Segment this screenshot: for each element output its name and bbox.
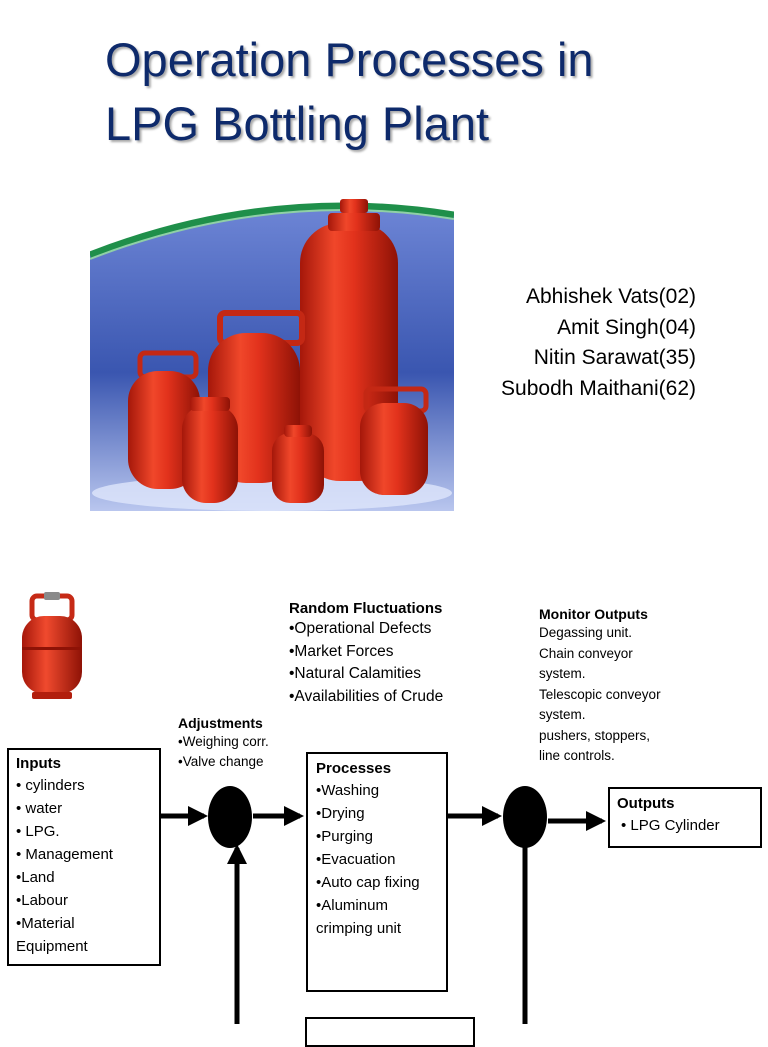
random-fluctuation-item: •Operational Defects [289,620,432,637]
monitor-output-line: Degassing unit. [539,625,633,640]
output-item: • LPG Cylinder [621,817,720,834]
author-name: Abhishek Vats(02) [525,285,696,308]
monitor-output-line: pushers, stoppers, [539,727,651,743]
input-item: • Management [16,846,113,863]
inputs-box: Inputs • cylinders • water • LPG. • Mana… [7,748,161,966]
process-item: •Purging [316,828,373,845]
adjustments-heading: Adjustments [178,715,263,731]
random-fluctuation-item: •Market Forces [289,642,394,660]
input-item: • water [16,800,63,817]
outputs-list: • LPG Cylinder [617,814,754,837]
monitor-node [503,786,547,848]
processes-list: •Washing •Drying •Purging •Evacuation •A… [316,779,440,940]
adjust-node [208,786,252,848]
input-item: •Material [16,915,75,932]
process-diagram-slide: Random Fluctuations •Operational Defects… [0,580,768,1047]
author-name: Subodh Maithani(62) [501,376,696,400]
inputs-heading: Inputs [16,755,61,772]
inputs-list: • cylinders • water • LPG. • Management … [16,774,153,958]
input-item: •Land [16,869,55,886]
random-fluctuation-item: •Availabilities of Crude [289,687,444,705]
monitor-output-line: Chain conveyor [539,645,633,661]
processes-heading: Processes [316,760,392,777]
input-item: Equipment [16,938,88,955]
adjustment-item: •Weighing corr. [178,734,269,749]
input-item: • LPG. [16,823,60,840]
monitor-output-line: system. [539,666,586,681]
lpg-cylinder-icon [22,592,82,699]
random-fluctuations: Random Fluctuations •Operational Defects… [289,600,443,708]
outputs-box: Outputs • LPG Cylinder [608,787,762,848]
processes-box: Processes •Washing •Drying •Purging •Eva… [306,752,448,992]
adjustment-item: •Valve change [178,754,264,769]
monitor-output-line: system. [539,707,586,722]
process-item: crimping unit [316,920,402,937]
random-fluctuations-heading: Random Fluctuations [289,600,443,617]
monitor-outputs: Monitor Outputs Degassing unit. Chain co… [539,605,661,767]
monitor-output-line: line controls. [539,748,615,763]
process-item: •Washing [316,782,380,799]
random-fluctuation-item: •Natural Calamities [289,665,422,682]
author-name: Nitin Sarawat(35) [533,346,696,369]
slide-title-line-2: LPG Bottling Plant [105,97,490,150]
process-item: •Aluminum [316,897,388,914]
slide-title-line-1: Operation Processes in [105,33,594,86]
author-list: Abhishek Vats(02) Amit Singh(04) Nitin S… [501,282,696,404]
slide-title: Operation Processes in LPG Bottling Plan… [105,28,745,156]
monitor-output-line: Telescopic conveyor [539,686,661,702]
outputs-heading: Outputs [617,795,675,812]
adjustments: Adjustments •Weighing corr. •Valve chang… [178,714,269,772]
feedback-box [305,1017,475,1047]
monitor-outputs-heading: Monitor Outputs [539,606,648,622]
author-name: Amit Singh(04) [557,315,696,339]
process-item: •Drying [316,805,365,822]
input-item: •Labour [16,892,68,909]
title-slide: Operation Processes in LPG Bottling Plan… [90,28,745,511]
process-item: •Evacuation [316,851,396,868]
process-item: •Auto cap fixing [316,874,420,891]
lpg-cylinders-image [90,193,454,511]
input-item: • cylinders [16,777,85,794]
